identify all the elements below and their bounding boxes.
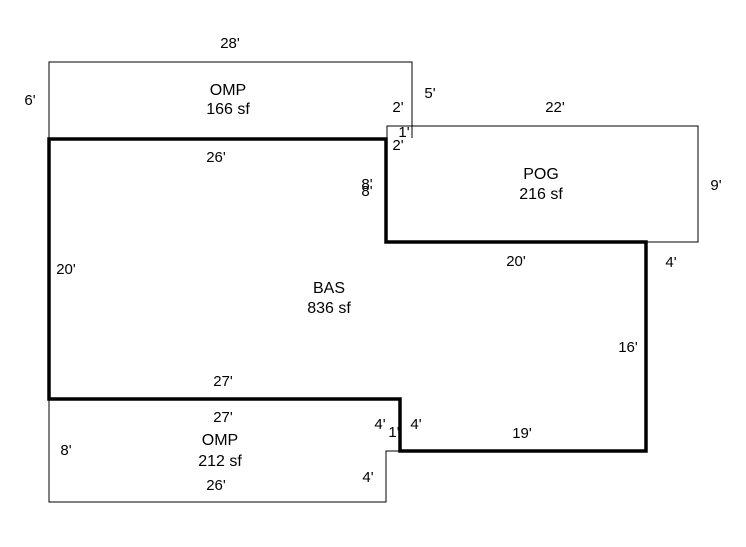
dim-bas-left: 20' — [56, 261, 76, 278]
dim-omp-bottom-left: 8' — [60, 442, 71, 459]
omp-bottom-size: 212 sf — [198, 453, 242, 470]
dim-bas-right-short: 4' — [665, 254, 676, 271]
dim-pog-width: 22' — [545, 99, 565, 116]
dim-omp-bottom-right: 4' — [362, 469, 373, 486]
dim-omp-top-step: 2' — [392, 99, 403, 116]
pog-outline — [386, 125, 699, 243]
omp-bottom-outline — [48, 399, 400, 503]
dim-bas-mid: 20' — [506, 253, 526, 270]
omp-bottom-name: OMP — [202, 432, 238, 449]
dim-omp-bottom-width: 26' — [206, 477, 226, 494]
dim-bas-inner-a: 8' — [361, 176, 372, 193]
dim-omp-top-left: 6' — [24, 92, 35, 109]
omp-top-outline — [48, 61, 413, 138]
dim-pog-step-top: 1' — [398, 124, 409, 141]
dim-omp-top-width: 28' — [220, 35, 240, 52]
pog-name: POG — [523, 166, 559, 183]
dim-pog-step-left: 2' — [392, 137, 403, 154]
omp-top-size: 166 sf — [206, 101, 250, 118]
dim-bas-bottom-left: 27' — [213, 373, 233, 390]
dim-bas-bottom-right: 19' — [512, 425, 532, 442]
dim-bas-top: 26' — [206, 149, 226, 166]
dim-omp-top-right: 5' — [424, 85, 435, 102]
bas-outline — [47, 137, 648, 453]
dim-omp-bottom-notch-a: 4' — [374, 416, 385, 433]
bas-name: BAS — [313, 280, 345, 297]
dim-omp-bottom-notch-c: 4' — [410, 416, 421, 433]
dim-omp-bottom-top: 27' — [213, 409, 233, 426]
omp-top-name: OMP — [210, 82, 246, 99]
dim-bas-inner-b: 8' — [361, 183, 372, 200]
dim-pog-right: 9' — [710, 177, 721, 194]
dim-omp-bottom-notch-b: 1' — [388, 424, 399, 441]
bas-size: 836 sf — [307, 300, 351, 317]
pog-size: 216 sf — [519, 186, 563, 203]
dim-bas-right-long: 16' — [618, 339, 638, 356]
